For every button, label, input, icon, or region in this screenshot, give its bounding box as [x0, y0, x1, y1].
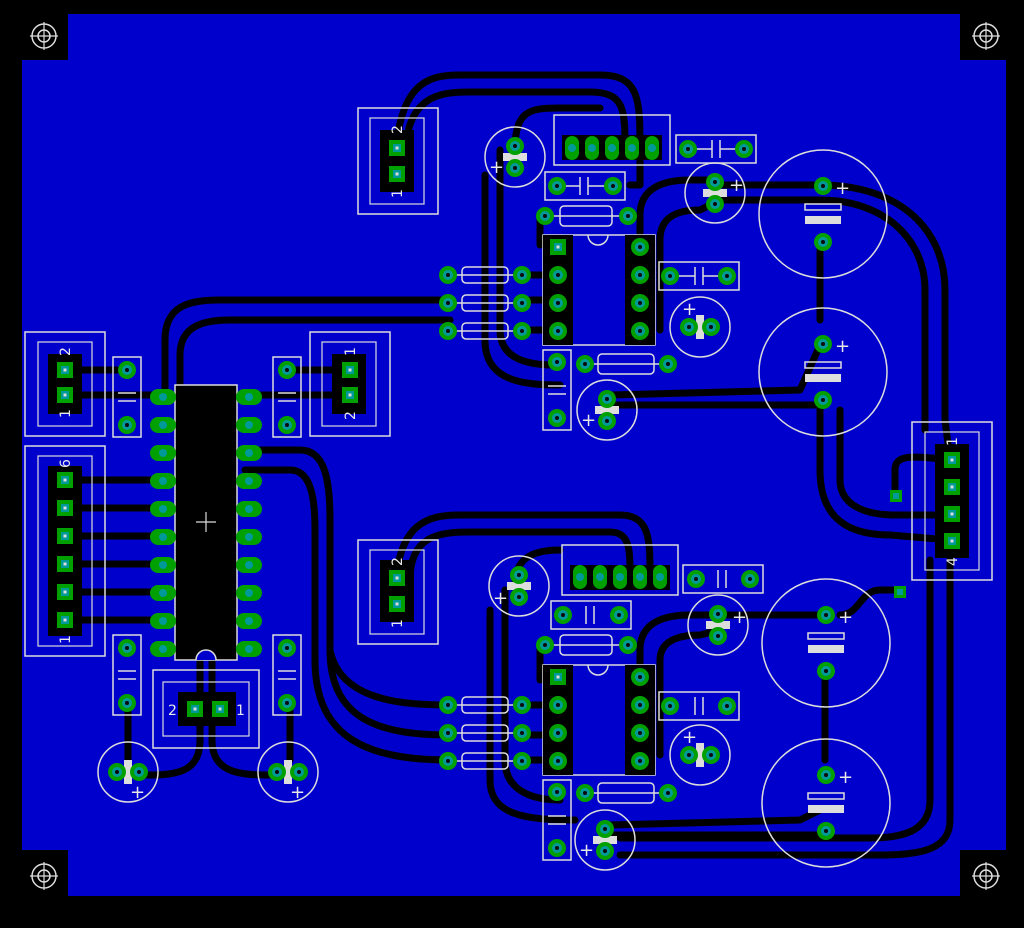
mounting-hole-tr: [965, 15, 1007, 57]
polarity-plus: +: [130, 782, 145, 803]
connector-j-right[interactable]: 1 4: [911, 421, 993, 581]
pin-label: 1: [236, 703, 245, 719]
polarity-plus: +: [838, 607, 853, 628]
connector-j-top[interactable]: 2 1: [357, 107, 439, 215]
pin-label: 2: [58, 347, 74, 356]
connector-j-left-top[interactable]: 2 1: [24, 331, 106, 437]
ic-u1-dip16[interactable]: [150, 384, 262, 661]
mounting-hole-br: [965, 855, 1007, 897]
connector-j-mid[interactable]: 2 1: [357, 539, 439, 645]
polarity-plus: +: [682, 727, 697, 748]
polarity-plus: +: [732, 607, 747, 628]
pin-label: 1: [58, 635, 74, 644]
polarity-plus: +: [489, 157, 504, 178]
polarity-plus: +: [579, 840, 594, 861]
polarity-plus: +: [835, 178, 850, 199]
small-electrolytic-caps[interactable]: + + + + + +: [97, 126, 749, 871]
pin-label: 1: [343, 347, 359, 356]
pin-label: 2: [390, 125, 406, 134]
pin-label: 4: [945, 557, 961, 566]
pin-label: 2: [390, 557, 406, 566]
polarity-plus: +: [729, 175, 744, 196]
large-electrolytic-caps[interactable]: + + + +: [758, 149, 891, 868]
header-5pin-top[interactable]: [553, 114, 671, 166]
polarity-plus: +: [835, 336, 850, 357]
polarity-plus: +: [493, 588, 508, 609]
copper-traces: [56, 71, 954, 859]
pin-label: 2: [168, 703, 177, 719]
ic-u3-dip8[interactable]: [542, 664, 656, 776]
vias: [890, 490, 906, 598]
pin-label: 2: [343, 411, 359, 420]
polarity-plus: +: [290, 782, 305, 803]
pin-label: 1: [945, 437, 961, 446]
pin-label: 1: [390, 619, 406, 628]
mounting-hole-tl: [23, 15, 65, 57]
mounting-hole-bl: [23, 855, 65, 897]
ceramic-capacitors[interactable]: [112, 134, 764, 861]
header-5pin-bottom[interactable]: [561, 544, 679, 596]
pin-label: 6: [58, 459, 74, 468]
pin-label: 1: [390, 189, 406, 198]
polarity-plus: +: [581, 410, 596, 431]
polarity-plus: +: [682, 299, 697, 320]
connector-j-bottom[interactable]: 2 1: [152, 669, 260, 749]
pin-label: 1: [58, 409, 74, 418]
resistors[interactable]: [450, 205, 668, 804]
connector-j-mid-left[interactable]: 1 2: [309, 331, 391, 437]
polarity-plus: +: [838, 767, 853, 788]
ic-u2-dip8[interactable]: [542, 234, 656, 346]
connector-j-left-six[interactable]: 6 1: [24, 445, 106, 657]
